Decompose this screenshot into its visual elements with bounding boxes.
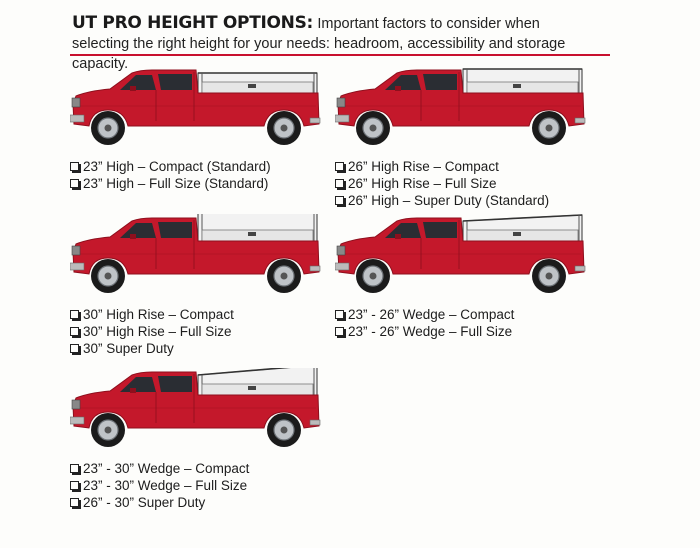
option-item[interactable]: 30” High Rise – Compact xyxy=(70,306,234,323)
option-label: 26” High – Super Duty (Standard) xyxy=(348,193,550,208)
option-item[interactable]: 23” - 26” Wedge – Full Size xyxy=(335,323,514,340)
checkbox-icon[interactable] xyxy=(335,310,346,321)
option-item[interactable]: 26” - 30” Super Duty xyxy=(70,494,249,511)
option-label: 23” - 26” Wedge – Compact xyxy=(348,307,515,322)
truck-image xyxy=(70,69,321,145)
option-item[interactable]: 26” High Rise – Full Size xyxy=(335,175,549,192)
option-list: 26” High Rise – Compact 26” High Rise – … xyxy=(335,158,549,209)
checkbox-icon[interactable] xyxy=(335,179,346,190)
option-label: 23” - 30” Wedge – Full Size xyxy=(83,478,248,493)
truck-image xyxy=(70,368,321,447)
checkbox-icon[interactable] xyxy=(335,162,346,173)
checkbox-icon[interactable] xyxy=(335,327,346,338)
truck-image xyxy=(335,214,586,293)
checkbox-icon[interactable] xyxy=(70,481,81,492)
option-list: 30” High Rise – Compact 30” High Rise – … xyxy=(70,306,234,357)
option-item[interactable]: 23” - 30” Wedge – Full Size xyxy=(70,477,249,494)
header-intro: Important factors to consider when selec… xyxy=(72,16,566,72)
header-title: UT PRO HEIGHT OPTIONS: xyxy=(72,13,314,33)
checkbox-icon[interactable] xyxy=(70,327,81,338)
checkbox-icon[interactable] xyxy=(70,310,81,321)
option-label: 26” - 30” Super Duty xyxy=(83,495,206,510)
option-item[interactable]: 26” High – Super Duty (Standard) xyxy=(335,192,549,209)
checkbox-icon[interactable] xyxy=(70,464,81,475)
option-list: 23” - 30” Wedge – Compact 23” - 30” Wedg… xyxy=(70,460,249,511)
header-rule xyxy=(70,54,610,56)
option-label: 30” High Rise – Full Size xyxy=(83,324,232,339)
option-label: 30” High Rise – Compact xyxy=(83,307,234,322)
option-label: 26” High Rise – Full Size xyxy=(348,176,497,191)
option-list: 23” High – Compact (Standard) 23” High –… xyxy=(70,158,271,192)
option-label: 23” - 30” Wedge – Compact xyxy=(83,461,250,476)
truck-image xyxy=(335,68,586,145)
truck-image xyxy=(70,214,321,293)
checkbox-icon[interactable] xyxy=(70,162,81,173)
page-header: UT PRO HEIGHT OPTIONS: Important factors… xyxy=(72,14,592,74)
option-item[interactable]: 23” High – Compact (Standard) xyxy=(70,158,271,175)
option-item[interactable]: 26” High Rise – Compact xyxy=(335,158,549,175)
option-item[interactable]: 23” - 26” Wedge – Compact xyxy=(335,306,514,323)
option-label: 30” Super Duty xyxy=(83,341,174,356)
option-label: 23” High – Compact (Standard) xyxy=(83,159,271,174)
option-item[interactable]: 23” - 30” Wedge – Compact xyxy=(70,460,249,477)
checkbox-icon[interactable] xyxy=(70,179,81,190)
option-label: 26” High Rise – Compact xyxy=(348,159,499,174)
option-label: 23” High – Full Size (Standard) xyxy=(83,176,269,191)
option-item[interactable]: 23” High – Full Size (Standard) xyxy=(70,175,271,192)
option-item[interactable]: 30” High Rise – Full Size xyxy=(70,323,234,340)
option-list: 23” - 26” Wedge – Compact 23” - 26” Wedg… xyxy=(335,306,514,340)
checkbox-icon[interactable] xyxy=(70,498,81,509)
option-label: 23” - 26” Wedge – Full Size xyxy=(348,324,513,339)
option-item[interactable]: 30” Super Duty xyxy=(70,340,234,357)
checkbox-icon[interactable] xyxy=(335,196,346,207)
checkbox-icon[interactable] xyxy=(70,344,81,355)
